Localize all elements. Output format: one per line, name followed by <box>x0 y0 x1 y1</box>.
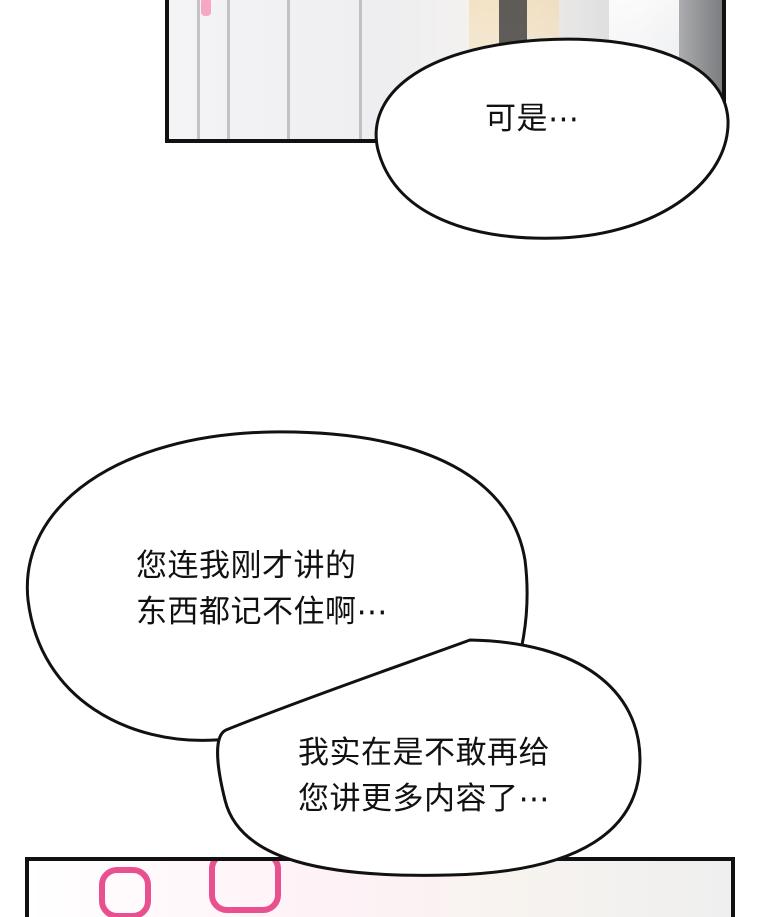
window-frame-line <box>227 0 230 139</box>
speech-text-top: 可是⋯ <box>485 101 580 137</box>
pink-ornament <box>201 0 211 16</box>
speech-bubble-top <box>374 37 730 240</box>
window-frame-line <box>287 0 290 139</box>
speech-text-bottom-line-2: 您讲更多内容了⋯ <box>298 781 550 817</box>
speech-text-bottom-line-1: 我实在是不敢再给 <box>298 735 550 771</box>
speech-bubbles-layer <box>25 37 730 877</box>
speech-bubble-bottom <box>216 638 642 877</box>
window-frame-line <box>197 0 200 139</box>
window-frame-line <box>359 0 362 139</box>
speech-text-middle-line-1: 您连我刚才讲的 <box>136 548 357 584</box>
speech-text-middle-line-2: 东西都记不住啊⋯ <box>136 594 388 630</box>
